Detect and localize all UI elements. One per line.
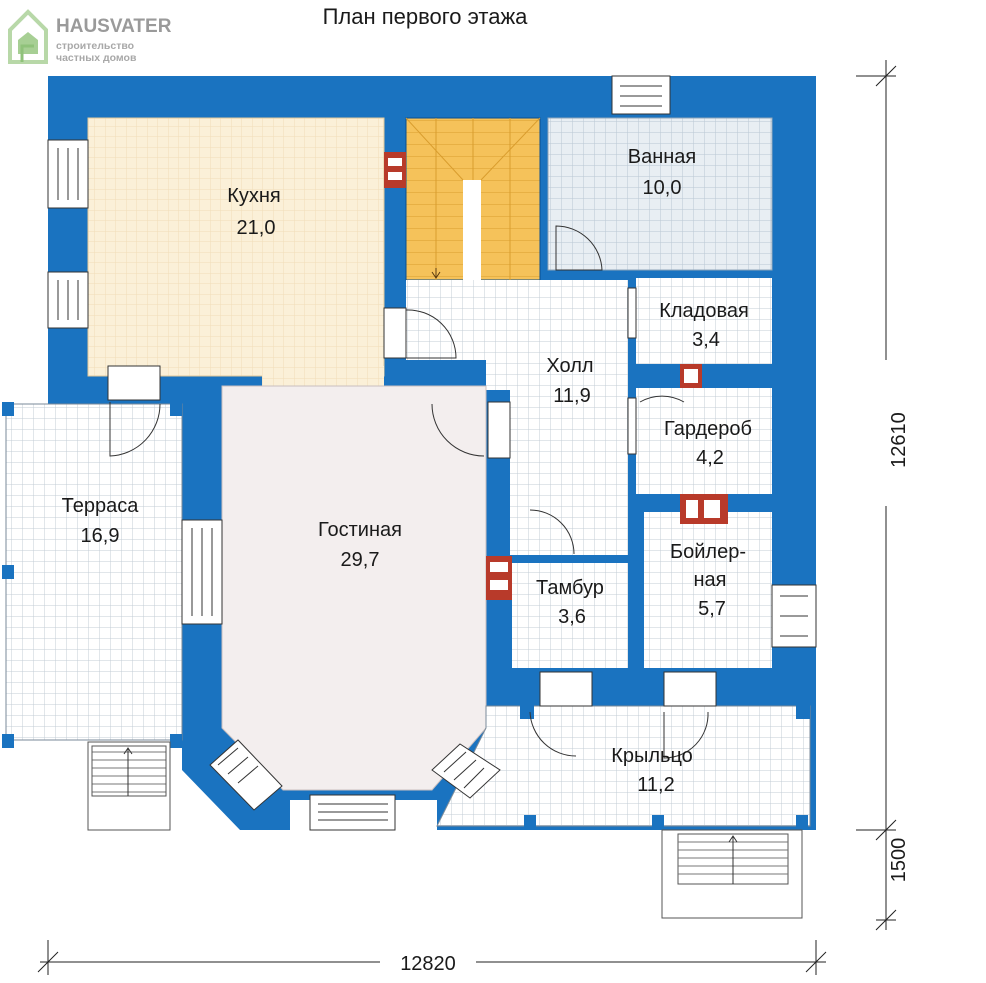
porch-area: 11,2: [637, 774, 674, 796]
kitchen-floor-extension: [262, 366, 384, 386]
windows: [47, 75, 817, 831]
vestibule-area: 3,6: [558, 606, 586, 628]
boiler-name-line1: Бойлер-: [670, 541, 746, 563]
vestibule-floor: [512, 563, 628, 668]
living-name: Гостиная: [318, 519, 402, 541]
dimension-width: 12820: [400, 953, 456, 975]
storage-area: 3,4: [692, 329, 720, 351]
dimension-lines: [37, 60, 897, 975]
logo-tagline-line2: частных домов: [56, 52, 137, 64]
storage-name: Кладовая: [659, 300, 749, 322]
logo: HAUSVATER строительство частных домов: [8, 9, 172, 64]
kitchen-area: 21,0: [237, 217, 276, 239]
boiler-area: 5,7: [698, 598, 726, 620]
wardrobe-floor: [636, 388, 772, 494]
porch-name: Крыльцо: [611, 745, 693, 767]
bathroom-area: 10,0: [643, 177, 682, 199]
dimension-porch-depth: 1500: [888, 838, 910, 883]
wardrobe-area: 4,2: [696, 447, 724, 469]
bathroom-floor: [547, 117, 773, 271]
dimension-depth: 12610: [888, 412, 910, 468]
hall-area: 11,9: [553, 385, 590, 407]
bathroom-name: Ванная: [628, 146, 697, 168]
logo-brand: HAUSVATER: [56, 16, 172, 37]
hall-floor: [406, 280, 628, 555]
terrace-area: 16,9: [81, 525, 120, 547]
boiler-name-line2: ная: [694, 569, 727, 591]
storage-floor: [636, 278, 772, 364]
house-icon: [8, 9, 48, 64]
wardrobe-name: Гардероб: [664, 418, 752, 440]
logo-tagline-line1: строительство: [56, 40, 134, 52]
terrace: [2, 402, 183, 831]
chimneys: [384, 152, 728, 600]
kitchen-floor: [87, 117, 385, 377]
vestibule-name: Тамбур: [536, 577, 604, 599]
plan-title: План первого этажа: [323, 4, 529, 29]
kitchen-name: Кухня: [227, 185, 281, 207]
porch: [436, 705, 811, 919]
hall-name: Холл: [546, 355, 593, 377]
staircase: [405, 117, 541, 281]
room-labels: Кухня 21,0 Ванная 10,0 Кладовая 3,4 Холл…: [62, 146, 752, 796]
living-floor: [221, 385, 487, 791]
terrace-name: Терраса: [62, 495, 140, 517]
living-area: 29,7: [341, 549, 380, 571]
boiler-floor: [644, 512, 772, 668]
door-swings: [109, 225, 709, 759]
